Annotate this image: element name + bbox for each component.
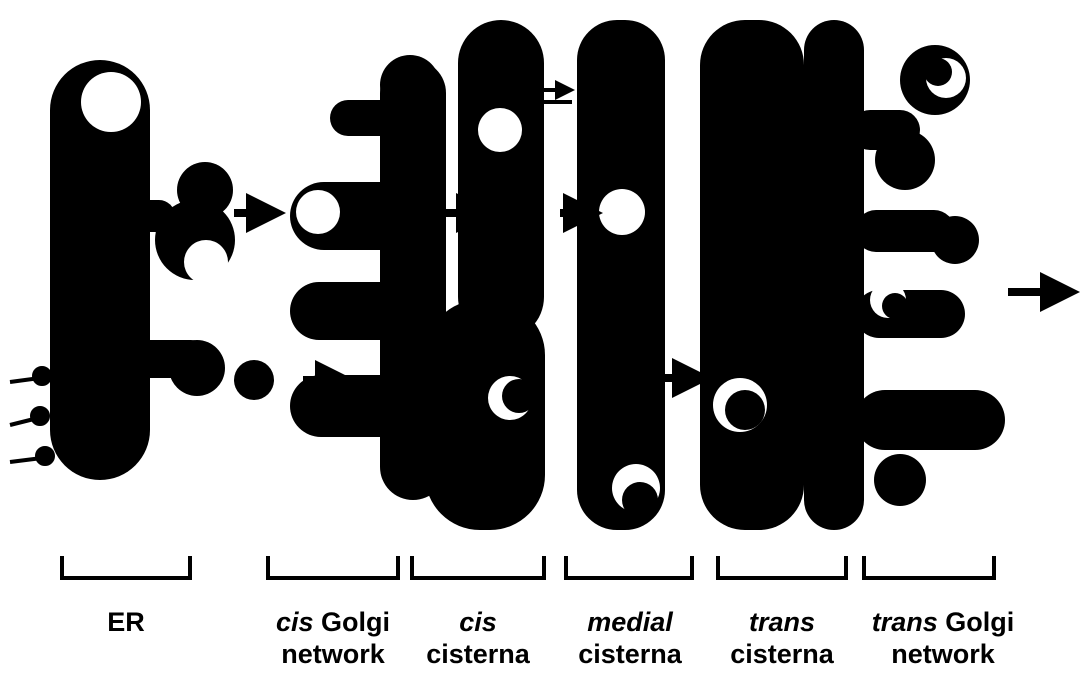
bracket-cis-golgi-network [268, 556, 398, 578]
medial-cisterna [577, 20, 665, 530]
label-er: ER [62, 606, 190, 638]
tgn-cargo-top-core [924, 58, 952, 86]
er-cargo-vesicle [81, 72, 141, 132]
compartment-brackets [62, 556, 994, 578]
bracket-trans-cisterna [718, 556, 846, 578]
label-medial-cisterna: medial cisterna [560, 606, 700, 670]
er-ribosomes [10, 368, 53, 464]
bracket-cis-cisterna [412, 556, 544, 578]
trans-cisterna [700, 20, 804, 530]
tgn-cargo-middle-core [882, 293, 908, 319]
cis-network-cargo [296, 190, 340, 234]
label-trans-golgi-network: trans Golgi network [848, 606, 1038, 670]
bracket-er [62, 556, 190, 578]
label-cis-cisterna: cis cisterna [408, 606, 548, 670]
cis-golgi-network [290, 55, 446, 500]
transport-vesicle [234, 360, 274, 400]
er-budding-cargo [184, 240, 228, 284]
trans-golgi-network [804, 20, 1005, 530]
trans-cisterna-cargo [713, 378, 767, 432]
label-cis-golgi-network: cis Golgi network [248, 606, 418, 670]
medial-cisterna-cargo [599, 189, 645, 235]
bracket-medial-cisterna [566, 556, 692, 578]
label-trans-cisterna: trans cisterna [712, 606, 852, 670]
cis-cisterna-cargo-top [478, 108, 522, 152]
bracket-trans-golgi-network [864, 556, 994, 578]
